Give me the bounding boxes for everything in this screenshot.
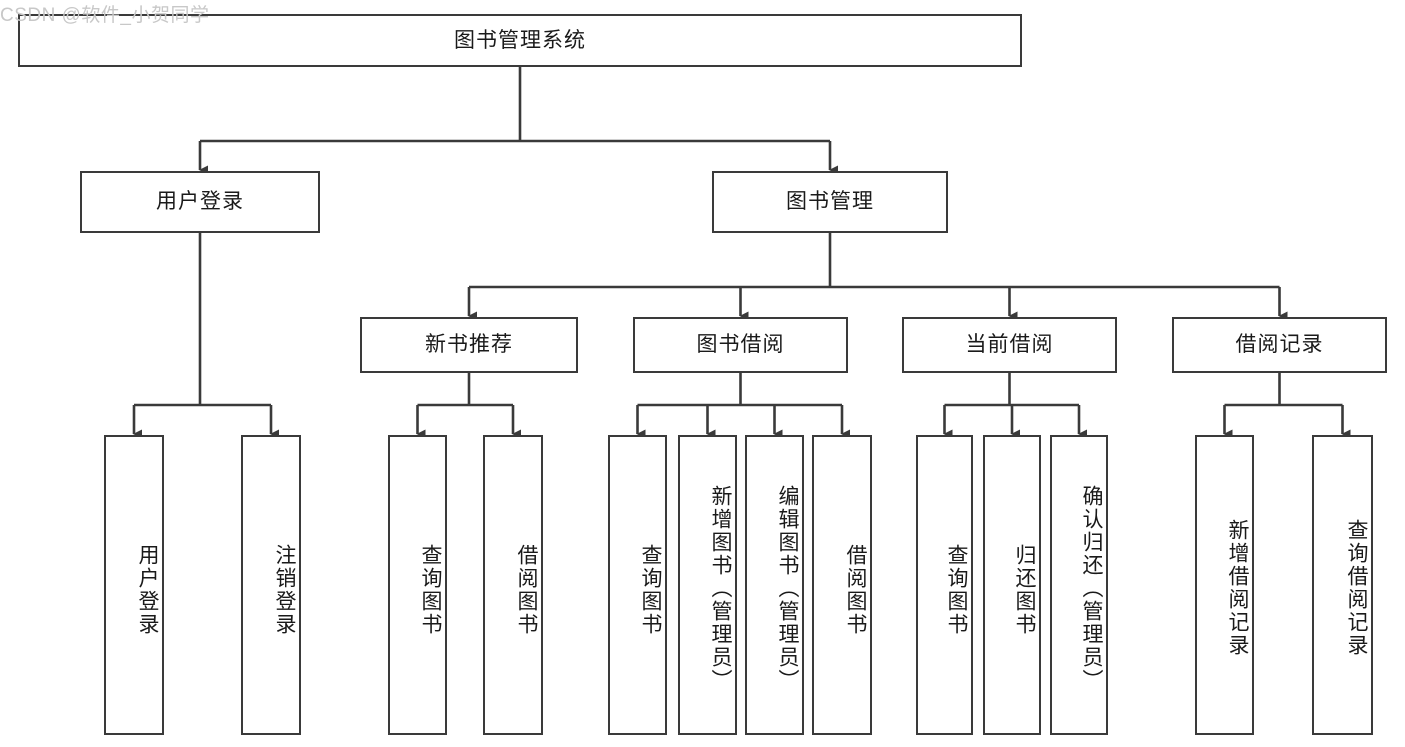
node-label: 确认归还（管理员）: [1080, 484, 1103, 692]
node-label: 编辑图书（管理员）: [776, 484, 799, 692]
node-label: 借阅图书: [515, 544, 538, 636]
node-leaf-bb-edit[interactable]: 编辑图书（管理员）: [745, 435, 804, 735]
node-label: 图书管理系统: [454, 28, 586, 52]
node-l2-newbook[interactable]: 新书推荐: [360, 317, 578, 373]
node-l1-book[interactable]: 图书管理: [712, 171, 948, 233]
node-leaf-rec-add[interactable]: 新增借阅记录: [1195, 435, 1254, 735]
node-label: 新书推荐: [425, 333, 513, 357]
node-label: 借阅记录: [1235, 333, 1324, 357]
node-leaf-rec-query[interactable]: 查询借阅记录: [1312, 435, 1373, 735]
wire-group: [132, 67, 1351, 439]
node-leaf-user-login[interactable]: 用户登录: [104, 435, 164, 735]
node-label: 用户登录: [136, 544, 159, 636]
watermark-text: CSDN @软件_小贺同学: [0, 5, 210, 26]
node-leaf-user-logout[interactable]: 注销登录: [241, 435, 301, 735]
node-leaf-cb-query[interactable]: 查询图书: [916, 435, 973, 735]
node-label: 图书管理: [786, 190, 874, 214]
node-label: 图书借阅: [696, 333, 785, 357]
node-label: 新增借阅记录: [1226, 519, 1249, 657]
node-label: 查询图书: [419, 544, 442, 636]
node-l2-borrow[interactable]: 图书借阅: [633, 317, 848, 373]
node-l1-user[interactable]: 用户登录: [80, 171, 320, 233]
node-label: 查询借阅记录: [1345, 519, 1368, 657]
node-label: 当前借阅: [965, 333, 1054, 357]
node-label: 查询图书: [945, 544, 968, 636]
node-l2-current[interactable]: 当前借阅: [902, 317, 1117, 373]
node-label: 归还图书: [1013, 544, 1036, 636]
node-leaf-nb-query[interactable]: 查询图书: [388, 435, 447, 735]
node-leaf-nb-borrow[interactable]: 借阅图书: [483, 435, 543, 735]
node-l2-record[interactable]: 借阅记录: [1172, 317, 1387, 373]
node-leaf-cb-return[interactable]: 归还图书: [983, 435, 1041, 735]
node-leaf-bb-add[interactable]: 新增图书（管理员）: [678, 435, 737, 735]
node-root[interactable]: 图书管理系统: [18, 14, 1022, 67]
node-label: 注销登录: [273, 544, 296, 636]
node-label: 新增图书（管理员）: [709, 484, 732, 692]
node-leaf-cb-confirm[interactable]: 确认归还（管理员）: [1050, 435, 1108, 735]
node-label: 用户登录: [156, 190, 244, 214]
node-leaf-bb-borrow[interactable]: 借阅图书: [812, 435, 872, 735]
node-label: 查询图书: [639, 544, 662, 636]
node-leaf-bb-query[interactable]: 查询图书: [608, 435, 667, 735]
node-label: 借阅图书: [844, 544, 867, 636]
